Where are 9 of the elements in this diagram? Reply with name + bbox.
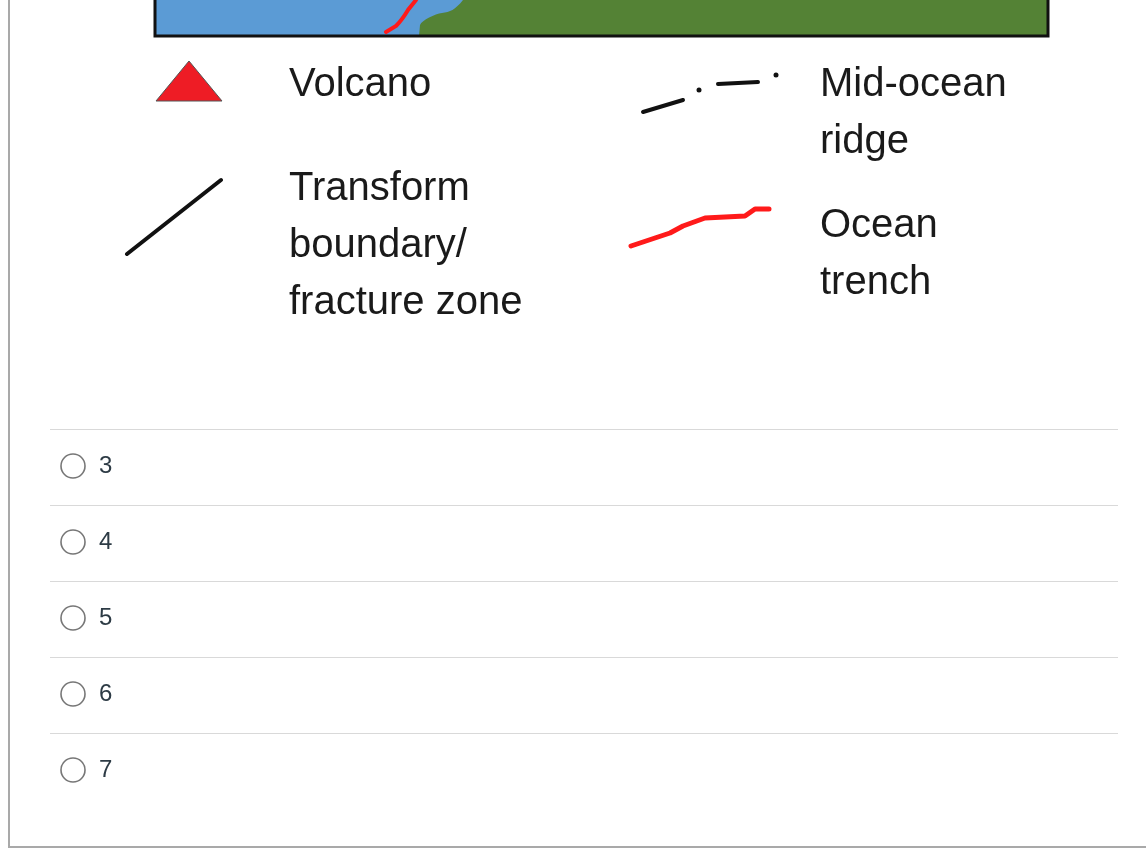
option-label: 5 [99, 603, 113, 631]
option-label: 3 [99, 451, 113, 479]
legend-label: Volcano [289, 59, 433, 106]
option-label: 7 [99, 755, 113, 783]
legend-label: Ocean trench [820, 200, 939, 304]
option-label: 4 [99, 527, 113, 555]
legend-label: Transform boundary/ fracture zone [289, 163, 524, 324]
option-label: 6 [99, 679, 113, 707]
legend-label: Mid-ocean ridge [820, 59, 1008, 163]
